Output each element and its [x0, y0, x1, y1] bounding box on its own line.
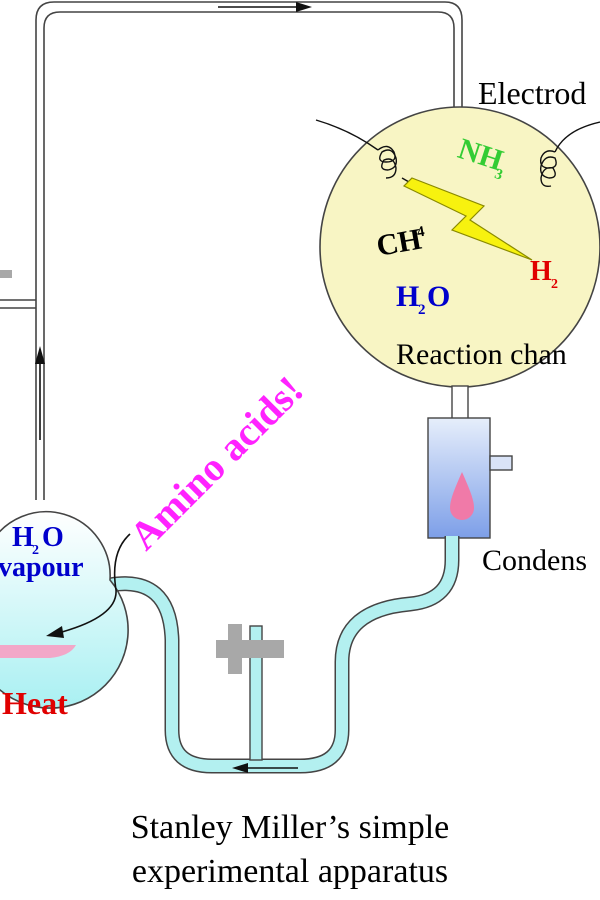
ch4-sub: 4: [416, 224, 427, 241]
flask-water: [0, 645, 76, 658]
top-glass-pipe: [0, 1, 463, 500]
flow-arrow-icon: [232, 763, 298, 773]
droplet-icon: [450, 472, 474, 520]
h2o-flask-formula: H 2 O: [12, 522, 64, 558]
right-electrode: [539, 121, 600, 188]
h2o-flask-tail: O: [42, 522, 64, 553]
vapour-label: vapour: [0, 552, 84, 583]
left-tap-stub: [0, 270, 12, 278]
caption-line-2: experimental apparatus: [131, 853, 449, 890]
h2o-chamber-main: H: [396, 280, 419, 313]
h2-sub: 2: [551, 277, 558, 292]
amino-acids-label: Amino acids!: [121, 367, 312, 558]
h2o-chamber-tail: O: [427, 280, 450, 313]
amino-acids-pointer-icon: [46, 533, 131, 638]
tap-icon: [216, 624, 284, 674]
flow-arrow-icon: [218, 2, 312, 12]
h2o-flask-main: H: [12, 522, 34, 553]
condenser-label: Condens: [482, 544, 587, 577]
condenser: [427, 417, 513, 539]
h2-formula: H 2: [530, 256, 558, 292]
boiling-flask: [0, 510, 129, 709]
return-u-tube: [108, 536, 460, 774]
h2o-chamber-formula: H 2 O: [396, 280, 450, 318]
spark-icon: [402, 177, 533, 261]
h2o-chamber-sub: 2: [418, 302, 426, 318]
caption-line-1: Stanley Miller’s simple: [130, 809, 450, 846]
ch4-formula: CH 4: [374, 223, 427, 263]
h2o-flask-sub: 2: [32, 543, 39, 558]
chamber-outlet-pipe: [451, 385, 469, 421]
figure-caption: Stanley Miller’s simple experimental app…: [0, 806, 580, 894]
heat-label: Heat: [2, 685, 68, 721]
h2-main: H: [530, 256, 552, 287]
reaction-chamber-label: Reaction chan: [396, 338, 567, 371]
ch4-main: CH: [374, 223, 424, 263]
electrodes-label: Electrod: [478, 75, 586, 111]
flow-arrow-icon: [35, 346, 45, 440]
